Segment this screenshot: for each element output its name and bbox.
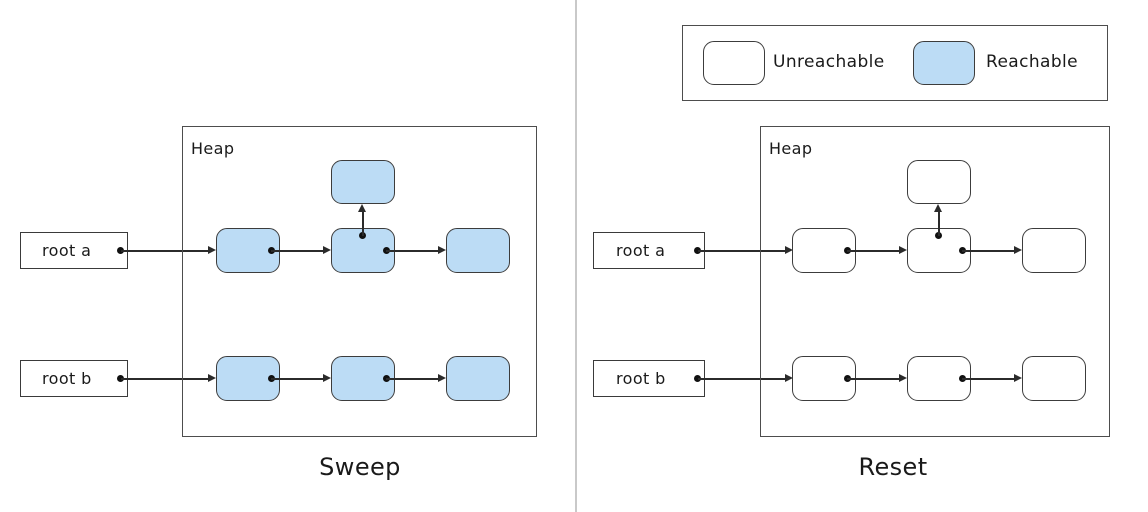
- arrowhead-a2-a3-reset: [1014, 246, 1022, 254]
- edge-a2-to-aup-sweep: [362, 212, 364, 236]
- arrowhead-b2-b3-sweep: [438, 374, 446, 382]
- root-pointer-dot-a-sweep: [117, 247, 124, 254]
- arrowhead-b1-b2-sweep: [323, 374, 331, 382]
- arrowhead-root-b-sweep: [208, 374, 216, 382]
- root-box-a-sweep: [20, 232, 128, 269]
- heap-label-reset: Heap: [769, 139, 813, 158]
- edge-a1-to-a2-reset: [847, 250, 899, 252]
- arrowhead-root-a-sweep: [208, 246, 216, 254]
- edge-a2-to-a3-reset: [962, 250, 1014, 252]
- heap-node-b3-sweep: [446, 356, 510, 401]
- heap-node-aup-reset: [907, 160, 971, 204]
- root-pointer-dot-a-reset: [694, 247, 701, 254]
- heap-node-a3-sweep: [446, 228, 510, 273]
- heap-node-a3-reset: [1022, 228, 1086, 273]
- edge-root-a-to-node-sweep: [121, 250, 208, 252]
- edge-b1-to-b2-sweep: [271, 378, 323, 380]
- edge-a1-to-a2-sweep: [271, 250, 323, 252]
- edge-b1-to-b2-reset: [847, 378, 899, 380]
- edge-a2-to-aup-reset: [938, 212, 940, 236]
- edge-root-b-to-node-sweep: [121, 378, 208, 380]
- heap-label-sweep: Heap: [191, 139, 235, 158]
- edge-root-a-to-node-reset: [698, 250, 785, 252]
- root-label-a-sweep: root a: [42, 241, 92, 260]
- heap-node-b3-reset: [1022, 356, 1086, 401]
- root-box-b-sweep: [20, 360, 128, 397]
- root-pointer-dot-b-reset: [694, 375, 701, 382]
- arrowhead-b1-b2-reset: [899, 374, 907, 382]
- edge-b2-to-b3-reset: [962, 378, 1014, 380]
- arrowhead-a2-aup-reset: [934, 204, 942, 212]
- arrowhead-b2-b3-reset: [1014, 374, 1022, 382]
- arrowhead-a2-aup-sweep: [358, 204, 366, 212]
- edge-root-b-to-node-reset: [698, 378, 785, 380]
- arrowhead-a2-a3-sweep: [438, 246, 446, 254]
- root-box-b-reset: [593, 360, 705, 397]
- heap-container-reset: [760, 126, 1110, 437]
- arrowhead-root-b-reset: [785, 374, 793, 382]
- arrowhead-a1-a2-reset: [899, 246, 907, 254]
- root-label-b-sweep: root b: [42, 369, 92, 388]
- panel-caption-sweep: Sweep: [319, 453, 401, 481]
- legend-label-unreachable: Unreachable: [773, 52, 885, 72]
- edge-b2-to-b3-sweep: [386, 378, 438, 380]
- panel-caption-reset: Reset: [858, 453, 928, 481]
- arrowhead-a1-a2-sweep: [323, 246, 331, 254]
- edge-a2-to-a3-sweep: [386, 250, 438, 252]
- heap-node-aup-sweep: [331, 160, 395, 204]
- arrowhead-root-a-reset: [785, 246, 793, 254]
- panel-divider: [575, 0, 577, 512]
- legend-swatch-reachable: [913, 41, 975, 85]
- root-label-a-reset: root a: [616, 241, 666, 260]
- legend-swatch-unreachable: [703, 41, 765, 85]
- legend-label-reachable: Reachable: [986, 52, 1079, 72]
- root-pointer-dot-b-sweep: [117, 375, 124, 382]
- root-label-b-reset: root b: [616, 369, 666, 388]
- heap-container-sweep: [182, 126, 537, 437]
